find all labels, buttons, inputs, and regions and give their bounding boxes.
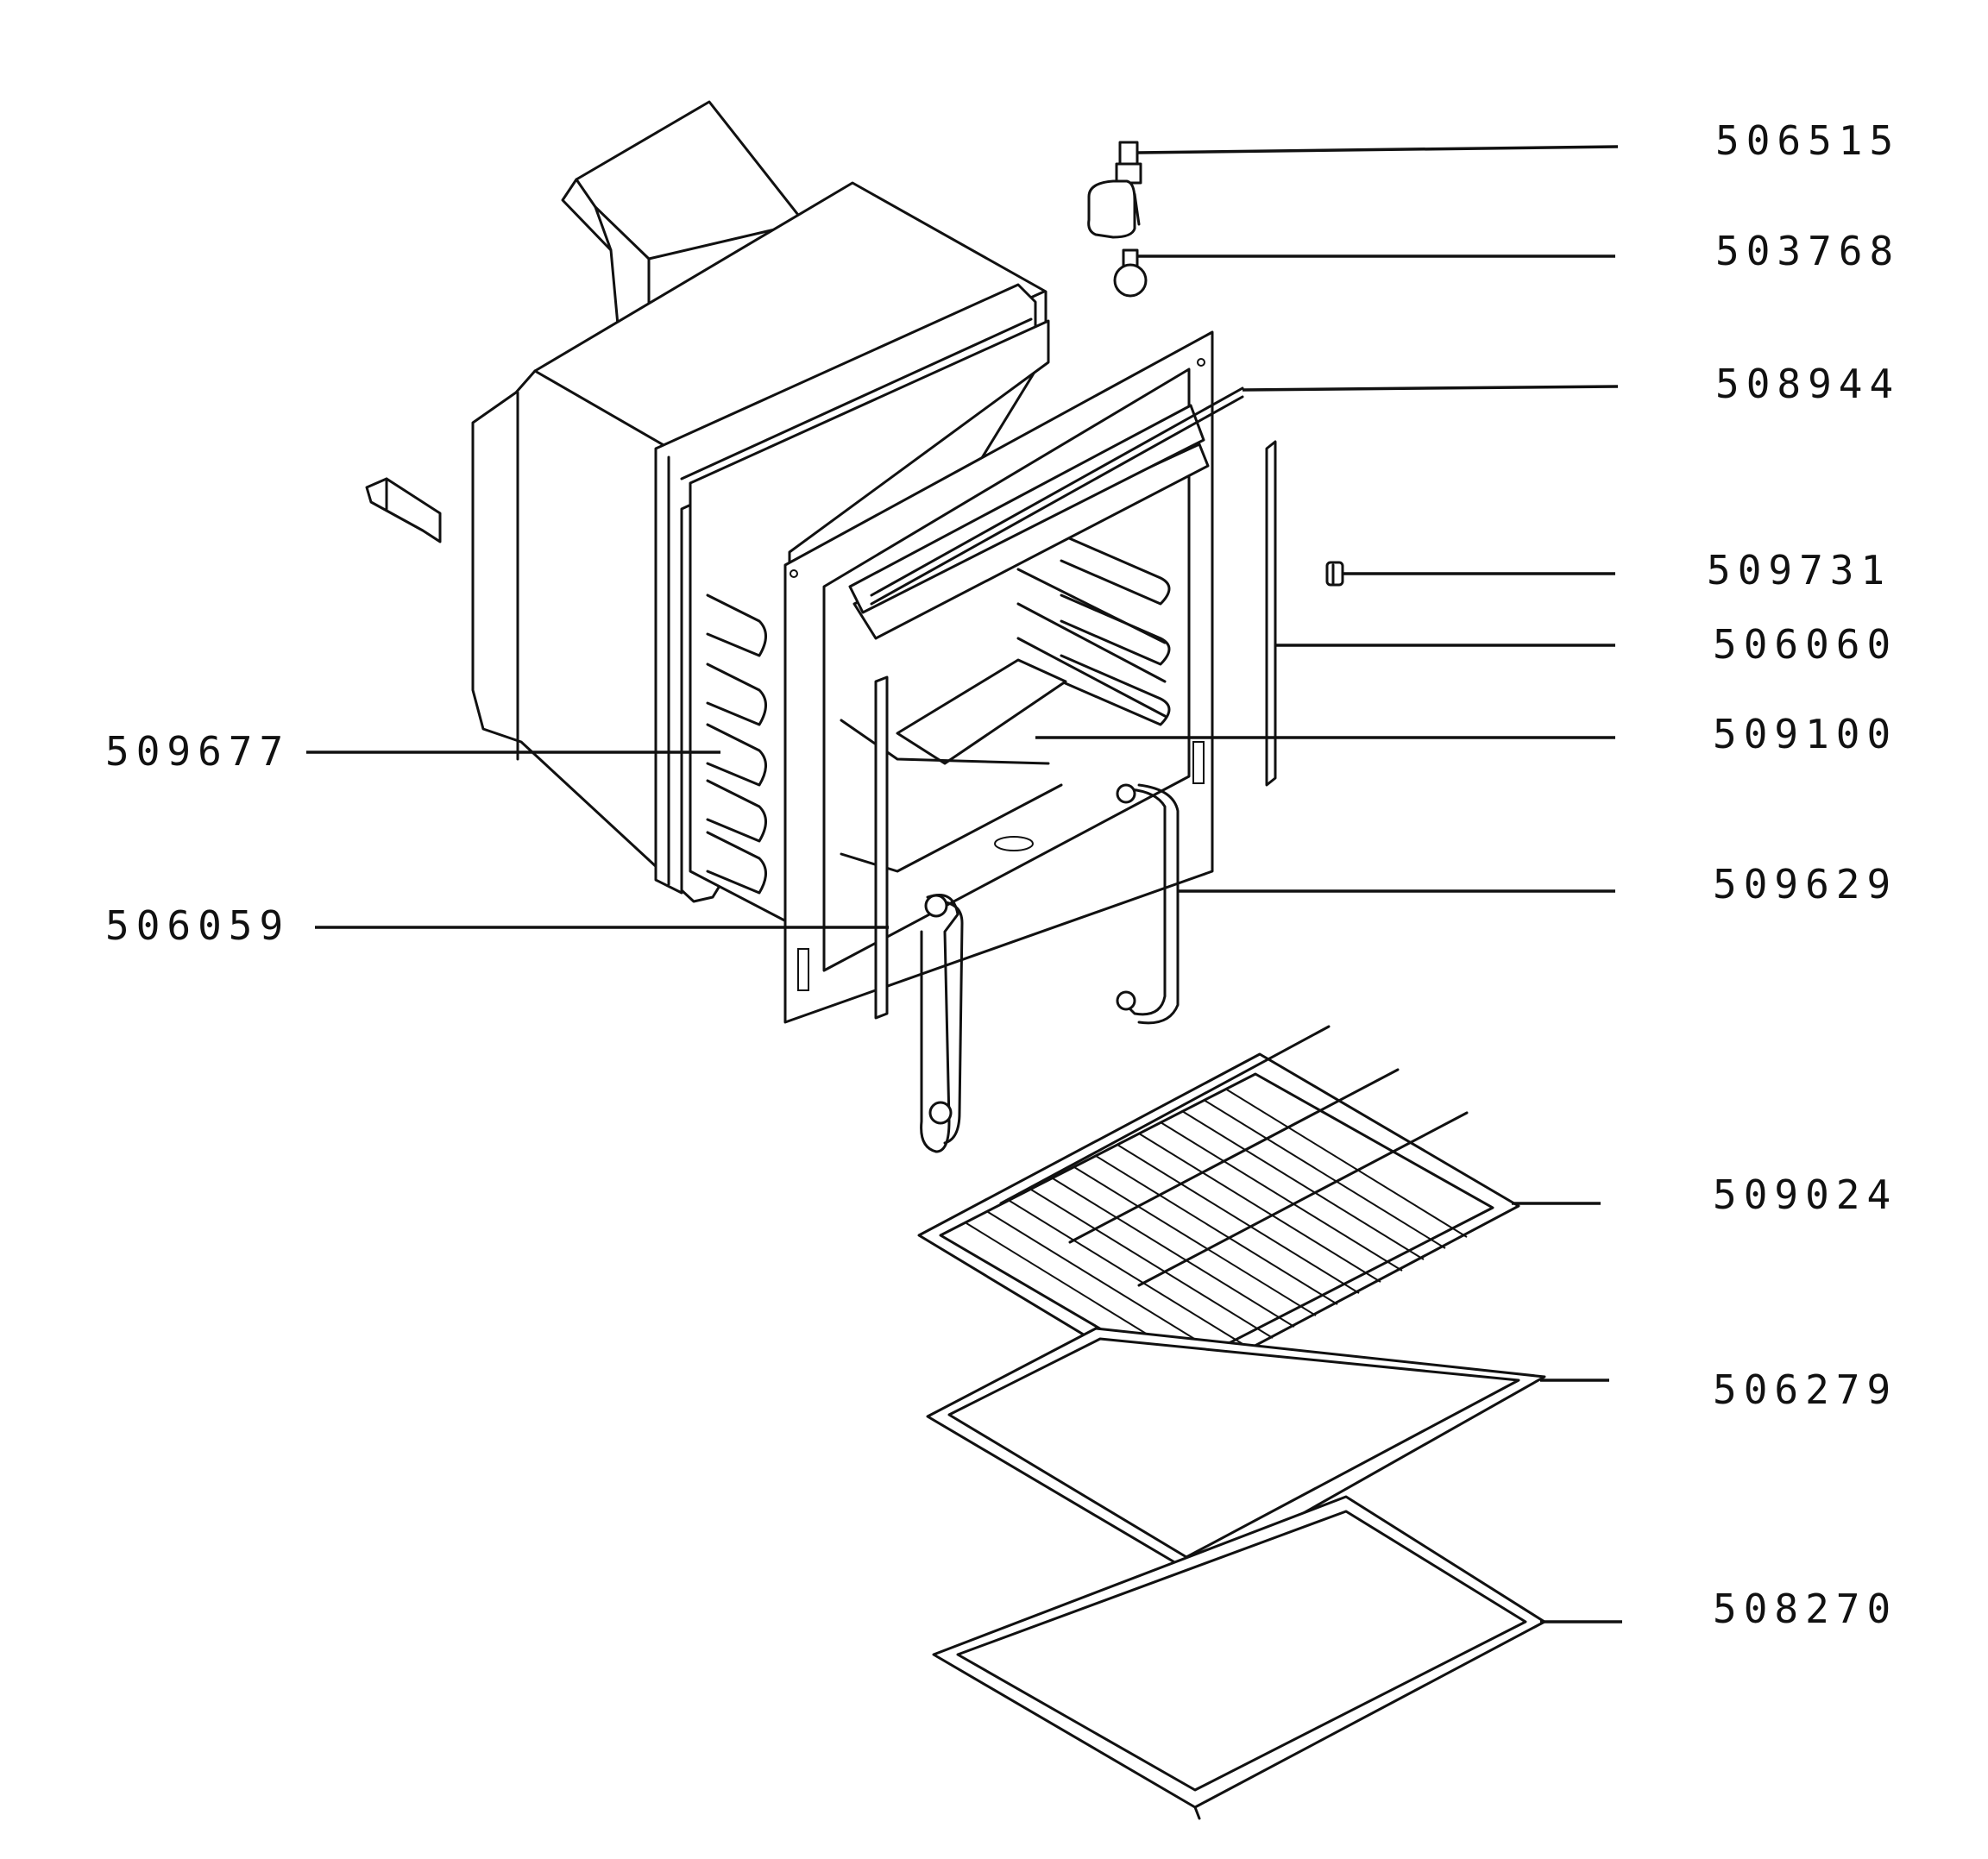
lamp-holder — [1087, 141, 1142, 239]
leader-lines — [306, 145, 1622, 1623]
part-number-503768: 503768 — [1715, 228, 1901, 274]
wire-rack — [917, 1025, 1520, 1391]
part-number-508944: 508944 — [1715, 361, 1901, 407]
rack-bars — [966, 1025, 1469, 1372]
side-rack-runners — [706, 593, 767, 895]
side-rod-right — [1265, 440, 1277, 787]
lower-left-element — [920, 894, 964, 1153]
side-rod-left — [874, 675, 889, 1020]
mounting-bracket — [365, 477, 442, 543]
drip-pan — [932, 1495, 1546, 1820]
part-number-509629: 509629 — [1713, 861, 1898, 908]
part-number-509024: 509024 — [1713, 1171, 1898, 1218]
part-number-506279: 506279 — [1713, 1366, 1898, 1413]
baking-tray — [926, 1327, 1546, 1587]
part-number-508270: 508270 — [1713, 1586, 1898, 1632]
part-number-509731: 509731 — [1707, 547, 1892, 593]
part-number-509677: 509677 — [105, 728, 291, 775]
part-number-506059: 506059 — [105, 902, 291, 949]
part-number-509100: 509100 — [1713, 711, 1898, 757]
oven-cavity — [471, 181, 1050, 925]
lamp-bulb — [1113, 248, 1148, 298]
small-clip — [1325, 561, 1344, 587]
part-number-506060: 506060 — [1713, 621, 1898, 668]
lower-heating-element — [1116, 783, 1180, 1025]
upper-heating-element — [870, 386, 1244, 606]
part-number-506515: 506515 — [1715, 117, 1901, 164]
